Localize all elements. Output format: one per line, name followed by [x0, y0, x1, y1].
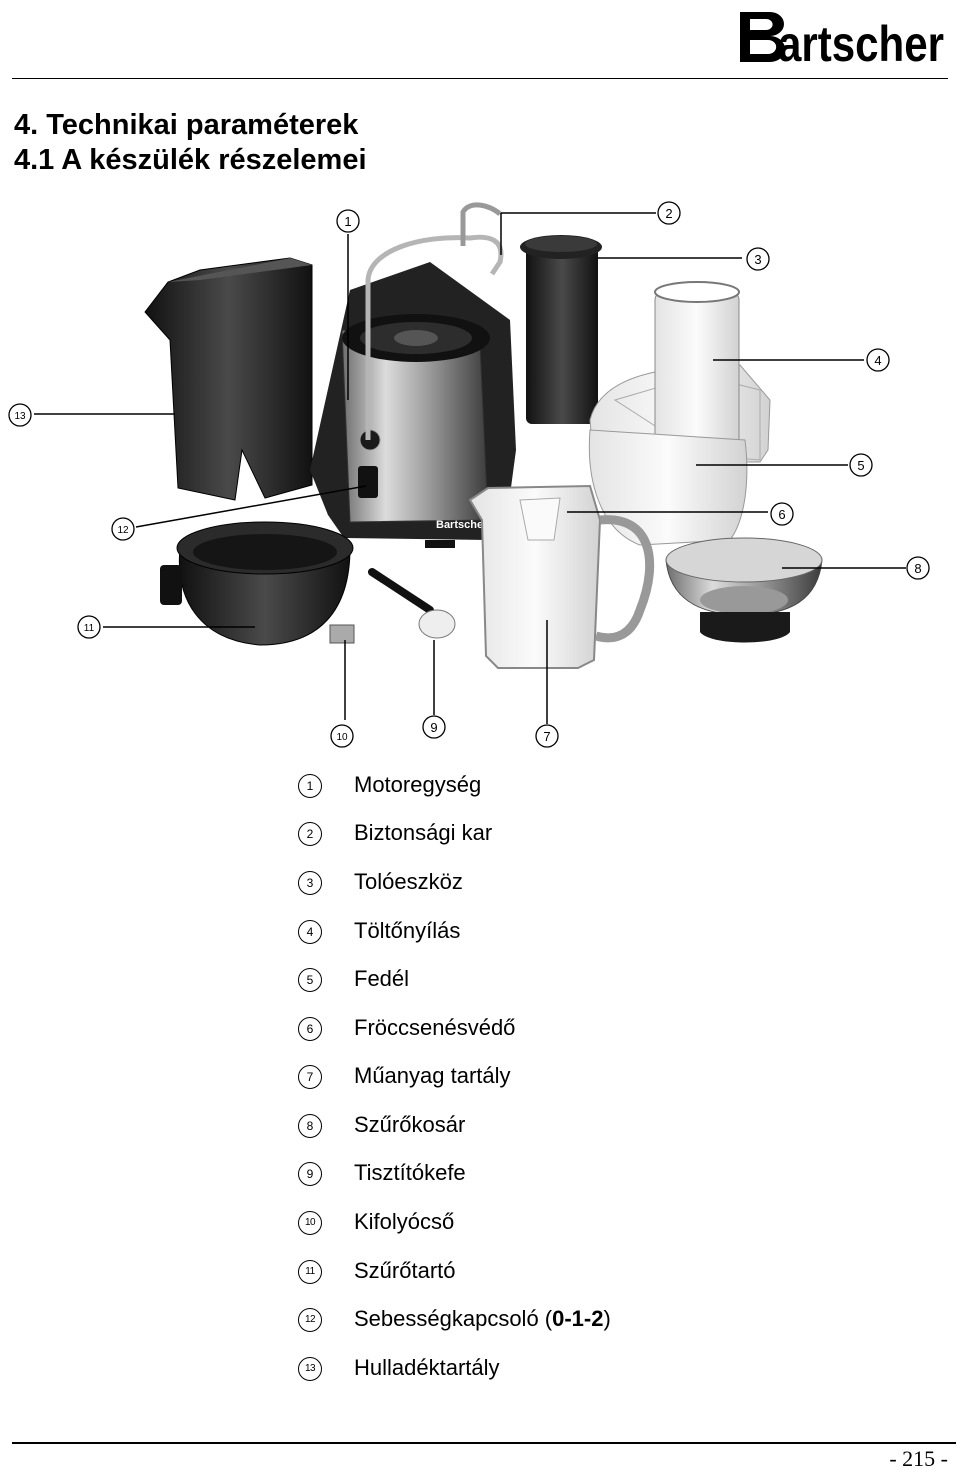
- legend-number: 11: [298, 1260, 322, 1284]
- svg-text:10: 10: [336, 732, 348, 743]
- callout-1: 1: [336, 209, 360, 233]
- header-rule: [12, 78, 948, 79]
- pulp-container-illustration: [144, 257, 313, 501]
- legend-number: 13: [298, 1357, 322, 1381]
- legend-label: Sebességkapcsoló (0-1-2): [354, 1306, 611, 1331]
- callout-4: 4: [866, 348, 890, 372]
- svg-text:9: 9: [430, 720, 437, 735]
- legend-label: Töltőnyílás: [354, 918, 461, 943]
- plastic-jug-illustration: [468, 484, 655, 669]
- legend-label: Hulladéktartály: [354, 1355, 500, 1380]
- callout-2: 2: [657, 201, 681, 225]
- legend-label: Tolóeszköz: [354, 869, 463, 894]
- callout-9: 9: [422, 715, 446, 739]
- legend-number: 6: [298, 1017, 322, 1041]
- callout-13: 13: [8, 403, 32, 427]
- legend-label: Szűrőtartó: [354, 1258, 456, 1283]
- svg-text:11: 11: [84, 623, 95, 634]
- section-title: 4.1 A készülék részelemei: [14, 144, 367, 176]
- motor-unit-illustration: Bartscher: [310, 262, 516, 548]
- filter-basket-illustration: [665, 537, 823, 643]
- legend-label: Szűrőkosár: [354, 1112, 466, 1137]
- svg-text:7: 7: [543, 729, 550, 744]
- legend-label: Tisztítókefe: [354, 1160, 466, 1185]
- callout-5: 5: [849, 453, 873, 477]
- legend-number: 8: [298, 1114, 322, 1138]
- callout-11: 11: [77, 615, 101, 639]
- legend-number: 3: [298, 871, 322, 895]
- legend-label: Fröccsenésvédő: [354, 1015, 516, 1040]
- callout-12: 12: [111, 517, 135, 541]
- legend-label: Fedél: [354, 966, 410, 991]
- splash-guard-illustration: [588, 429, 748, 546]
- svg-text:2: 2: [665, 206, 672, 221]
- appliance-brand-badge: Bartscher: [436, 519, 488, 531]
- callout-lines: [34, 212, 906, 724]
- legend-label: Műanyag tartály: [354, 1063, 511, 1088]
- legend-number: 12: [298, 1308, 322, 1332]
- legend-label: Kifolyócső: [354, 1209, 455, 1234]
- callout-3: 3: [746, 247, 770, 271]
- svg-text:3: 3: [754, 252, 761, 267]
- page-number: - 215 -: [889, 1446, 948, 1471]
- callout-8: 8: [906, 556, 930, 580]
- legend-number: 5: [298, 968, 322, 992]
- svg-text:1: 1: [344, 214, 351, 229]
- svg-text:12: 12: [117, 525, 129, 536]
- callout-6: 6: [770, 502, 794, 526]
- juicer-parts-diagram: Bartscher: [8, 201, 930, 748]
- legend-number: 7: [298, 1065, 322, 1089]
- legend-label: Biztonsági kar: [354, 820, 493, 845]
- page-title: 4. Technikai paraméterek: [14, 109, 359, 141]
- legend-number: 10: [298, 1211, 322, 1235]
- svg-text:5: 5: [857, 458, 864, 473]
- legend-number: 4: [298, 920, 322, 944]
- svg-text:13: 13: [14, 411, 26, 422]
- svg-text:8: 8: [914, 561, 921, 576]
- callout-markers: 1 2 3 4 5 6 7 8 9 10 11 12 13: [8, 201, 930, 748]
- svg-text:6: 6: [778, 507, 785, 522]
- legend-label: Motoregység: [354, 772, 482, 797]
- callout-7: 7: [535, 724, 559, 748]
- food-pusher-illustration: [520, 235, 602, 424]
- callout-10: 10: [330, 724, 354, 748]
- footer-rule: [12, 1442, 956, 1444]
- cleaning-brush-illustration: [368, 568, 456, 639]
- legend-number: 2: [298, 822, 322, 846]
- legend-number: 1: [298, 774, 322, 798]
- safety-arm-illustration: [365, 234, 504, 440]
- bartscher-logo: artscher: [740, 12, 944, 70]
- legend-number: 9: [298, 1162, 322, 1186]
- svg-text:artscher: artscher: [778, 16, 944, 70]
- filter-holder-illustration: [160, 521, 355, 646]
- svg-text:4: 4: [874, 353, 881, 368]
